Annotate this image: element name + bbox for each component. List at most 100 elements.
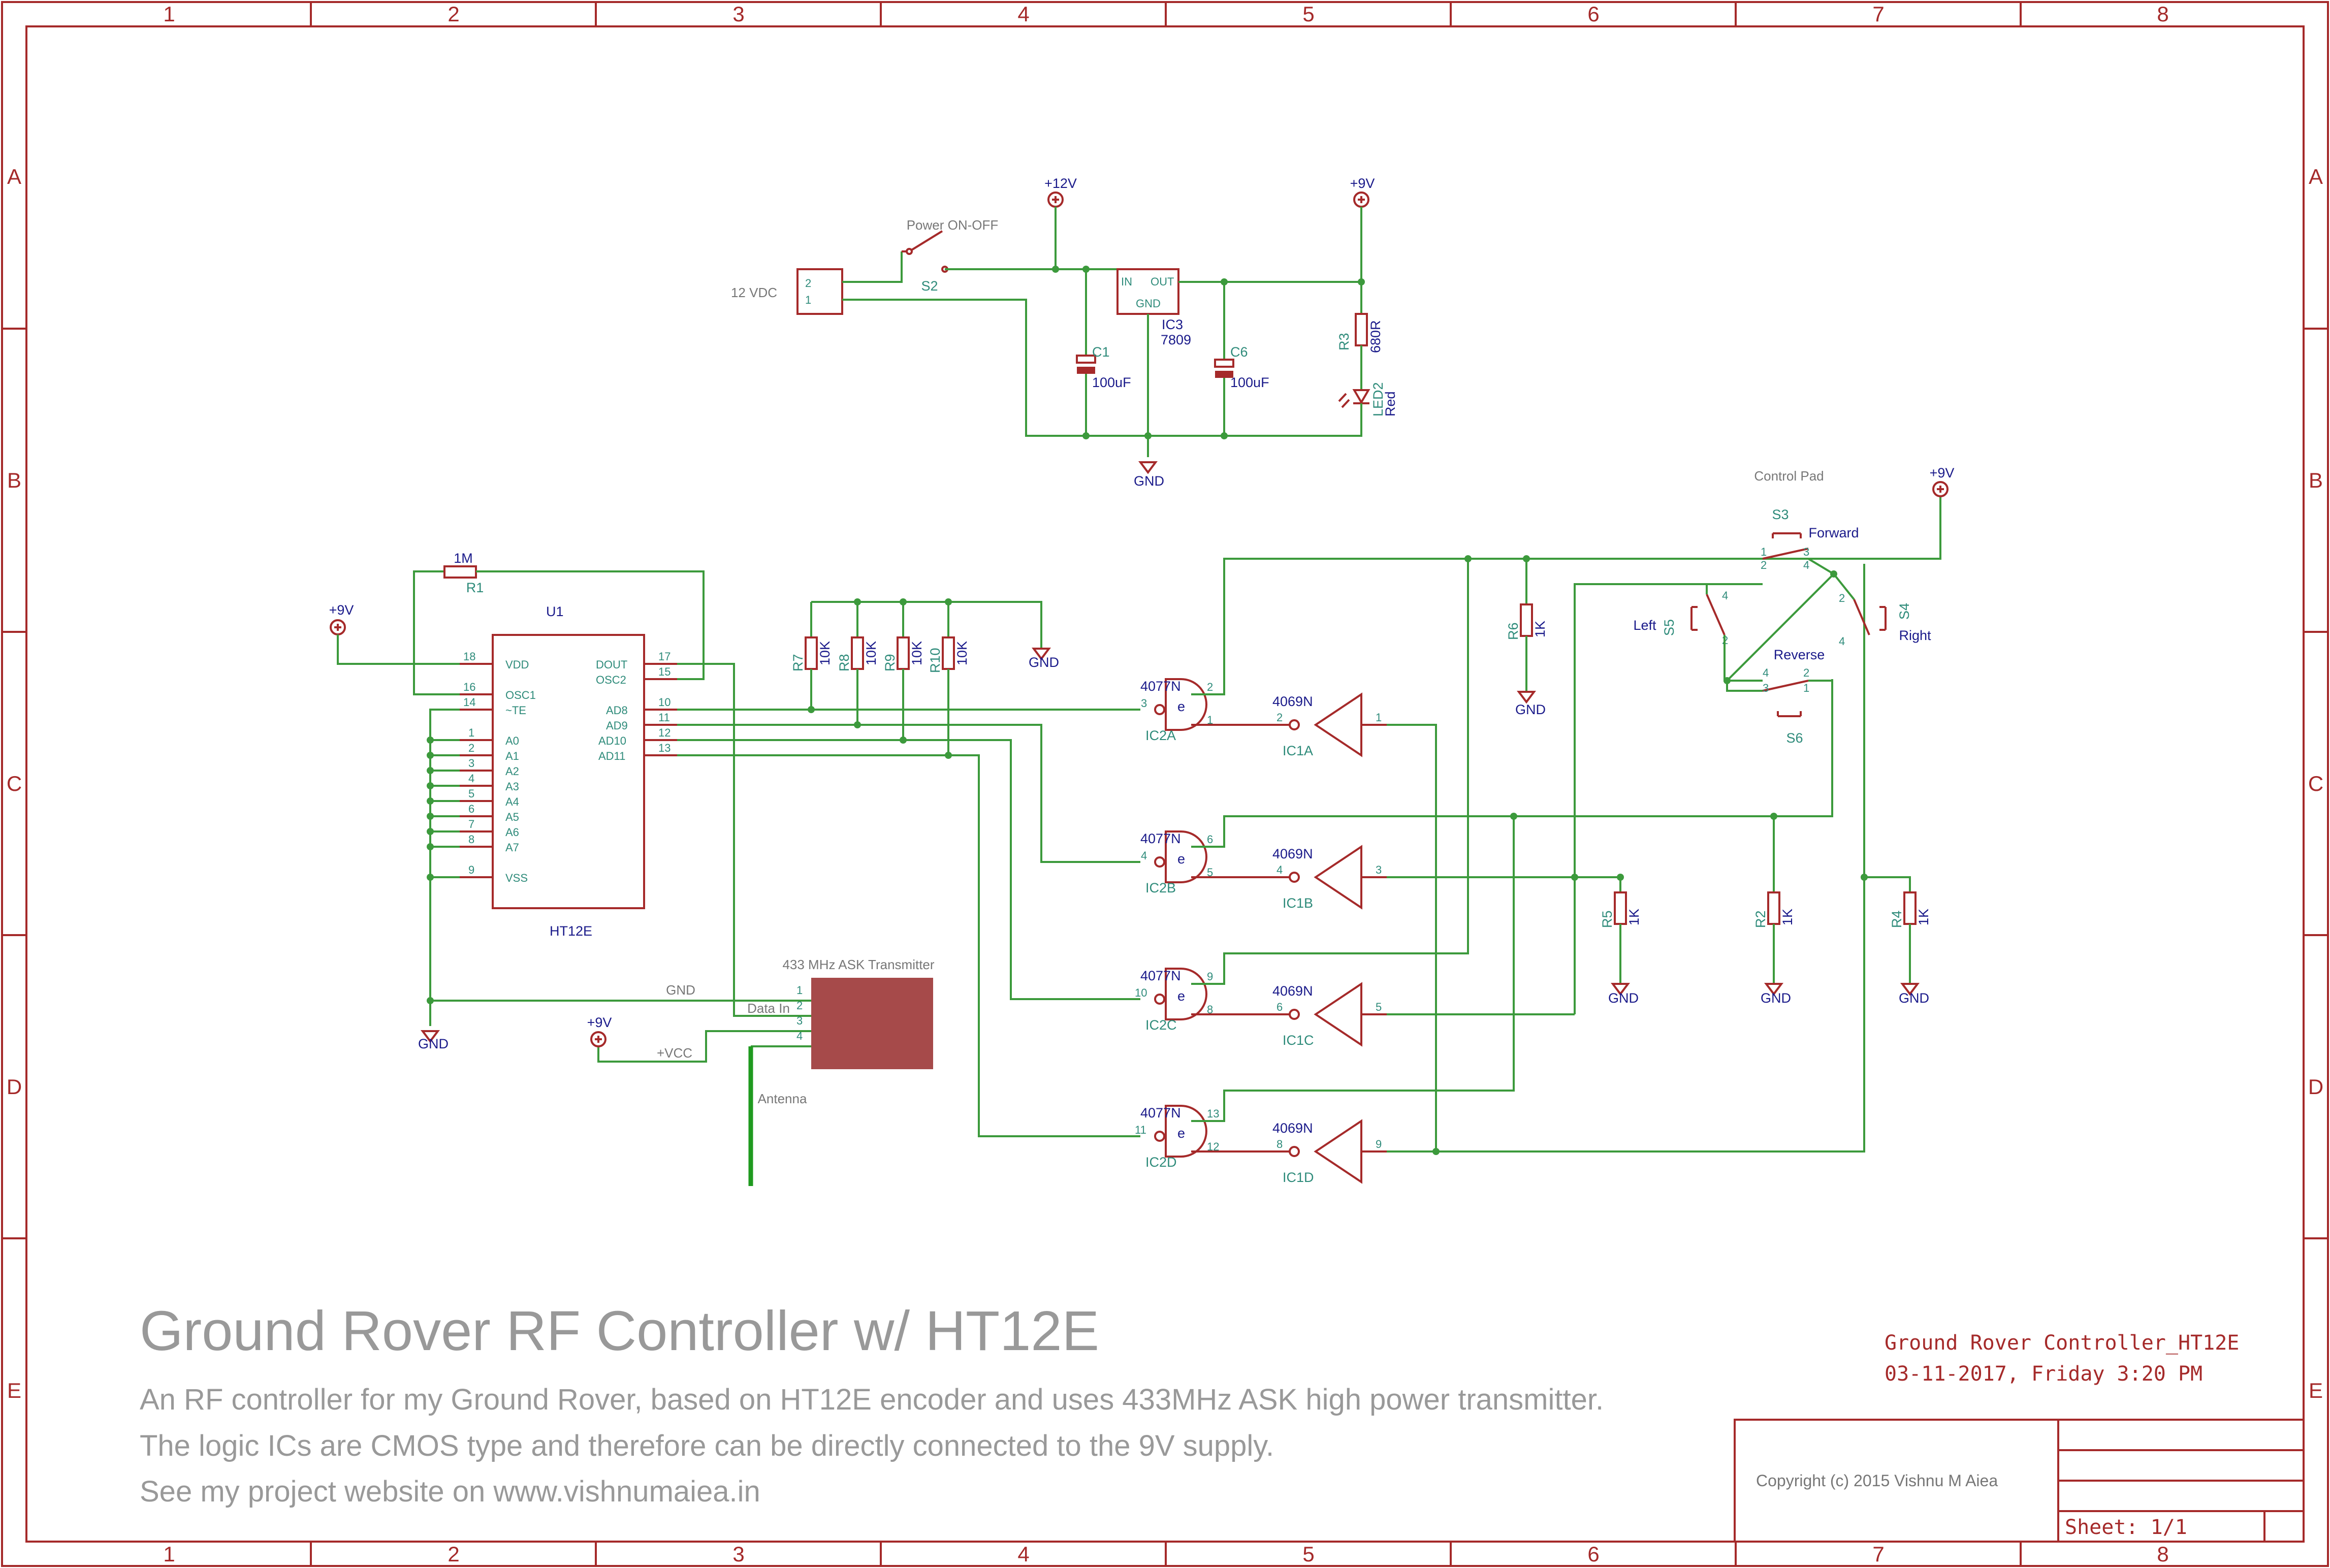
inverter-ic1c: 4069N IC1C 5 6 [1191,982,1387,1048]
xnor-gate-ic2a: e 4077N IC2A 3 1 2 [1140,678,1213,743]
pin-name: AD9 [606,719,628,732]
tx-vcc-label: +VCC [657,1045,692,1061]
row-label-left: B [7,468,21,492]
c1-capacitor-plate-neg [1077,367,1095,374]
title-block: Ground Rover Controller_HT12E 03-11-2017… [1734,1331,2305,1543]
pin-name: ~TE [505,704,526,717]
switch-name: Forward [1808,525,1859,540]
gate-pin: 2 [1207,681,1213,693]
xnor-gate-ic2c: e 4077N IC2C 10 8 9 [1135,968,1213,1033]
v9-supply-symbol [1932,481,1949,497]
pin-name: A1 [505,750,519,762]
pin-number: 3 [468,757,474,770]
column-label-top: 6 [1587,2,1599,26]
gnd-label: GND [418,1036,449,1051]
tx-pin: 4 [796,1030,803,1042]
pin-number: 5 [468,787,474,800]
ground-symbol [1138,461,1158,474]
switch-name: Reverse [1774,647,1825,662]
led-value: Red [1383,391,1398,417]
v12-label: +12V [1044,176,1077,191]
gate-symbol: e [1177,851,1185,867]
sheet-number: Sheet: 1/1 [2065,1516,2187,1539]
gnd-label: GND [1515,702,1546,717]
gate-ref: IC2A [1145,728,1176,743]
switch-s3-forward[interactable]: 1 2 3 4 S3 Forward [1761,507,1859,571]
switch-pin: 1 [1761,546,1767,558]
pin-number: 8 [468,833,474,846]
row-dividers [2,328,2328,1239]
row-label-right: A [2309,165,2323,188]
switch-name: Left [1633,618,1656,633]
switch-s6-reverse[interactable]: 4 3 2 1 S6 Reverse [1762,647,1825,746]
pin-number: 10 [658,696,671,709]
gate-pin: 4 [1141,849,1147,862]
pullup-resistors: GND R7 10K R8 10K R9 10K R10 10K [790,598,1059,755]
switch-pin: 2 [1761,559,1767,571]
switch-ref: S5 [1662,619,1677,636]
transmitter-title: 433 MHz ASK Transmitter [782,957,934,972]
pin-number: 11 [658,711,670,724]
switch-s5-left[interactable]: 4 2 S5 Left [1633,589,1728,647]
row-label-left: C [7,772,22,795]
switch-s4-right[interactable]: 2 4 S4 Right [1839,592,1931,648]
r8-resistor [851,636,864,670]
c6-capacitor-plate-neg [1215,371,1233,378]
schematic-title: Ground Rover RF Controller w/ HT12E [140,1300,1099,1362]
ground-symbol [1900,983,1920,996]
column-label-top: 4 [1017,2,1029,26]
gate-pin: 6 [1207,833,1213,846]
gnd-label: GND [1029,655,1059,670]
inverter-ic1d: 4069N IC1D 9 8 [1191,1119,1387,1185]
switch-pin: 2 [1803,666,1809,679]
row-label-right: E [2309,1379,2323,1402]
c1-ref: C1 [1092,344,1110,360]
r8-value: 10K [864,641,879,665]
r3-resistor [1355,313,1368,346]
gate-pin: 10 [1135,986,1147,999]
column-label-bottom: 5 [1302,1542,1314,1566]
row-label-right: D [2308,1075,2323,1099]
inverter-type: 4069N [1272,694,1313,709]
column-label-top: 7 [1872,2,1884,26]
r9-value: 10K [909,641,924,665]
c1-value: 100uF [1092,375,1131,390]
v9-label: +9V [1930,465,1955,481]
gnd-label: GND [1899,990,1929,1006]
pin-name: DOUT [596,658,627,671]
r2-resistor [1767,891,1780,925]
r1-ref: R1 [466,580,484,595]
pin-number: 9 [468,863,474,876]
r10-value: 10K [954,641,970,665]
pin-name: AD10 [598,734,626,747]
r5-value: 1K [1626,909,1642,925]
reg-out-label: OUT [1151,275,1174,288]
r5-ref: R5 [1600,910,1615,928]
gate-symbol: e [1177,1126,1185,1141]
gate-pin: 1 [1207,714,1213,726]
ground-symbol [1764,983,1783,996]
switch-pin: 4 [1839,635,1845,648]
r7-value: 10K [817,641,833,665]
v9-label: +9V [1350,176,1375,191]
xnor-gate-ic2b: e 4077N IC2B 4 5 6 [1140,830,1213,895]
pin-number: 1 [468,726,474,739]
gate-pin: 5 [1207,866,1213,879]
gate-type: 4077N [1140,831,1181,846]
c6-capacitor-plate [1214,359,1234,368]
gate-type: 4077N [1140,679,1181,694]
inverter-pin: 4 [1276,863,1283,876]
inverter-pin: 6 [1276,1001,1283,1013]
ht12e-encoder-section: U1 HT12E 18 VDD 16 OSC1 14 ~TE 1 A0 2 A1… [329,551,705,1051]
pin-name: AD8 [606,704,628,717]
gate-pin: 9 [1207,970,1213,983]
regulator-value: 7809 [1161,332,1191,347]
reg-in-label: IN [1121,275,1132,288]
inverter-ref: IC1C [1283,1033,1314,1048]
column-label-bottom: 1 [163,1542,175,1566]
inverter-ref: IC1A [1283,743,1313,758]
inverter-pin: 3 [1376,863,1382,876]
r2-ref: R2 [1753,910,1768,928]
gate-symbol: e [1177,988,1185,1004]
